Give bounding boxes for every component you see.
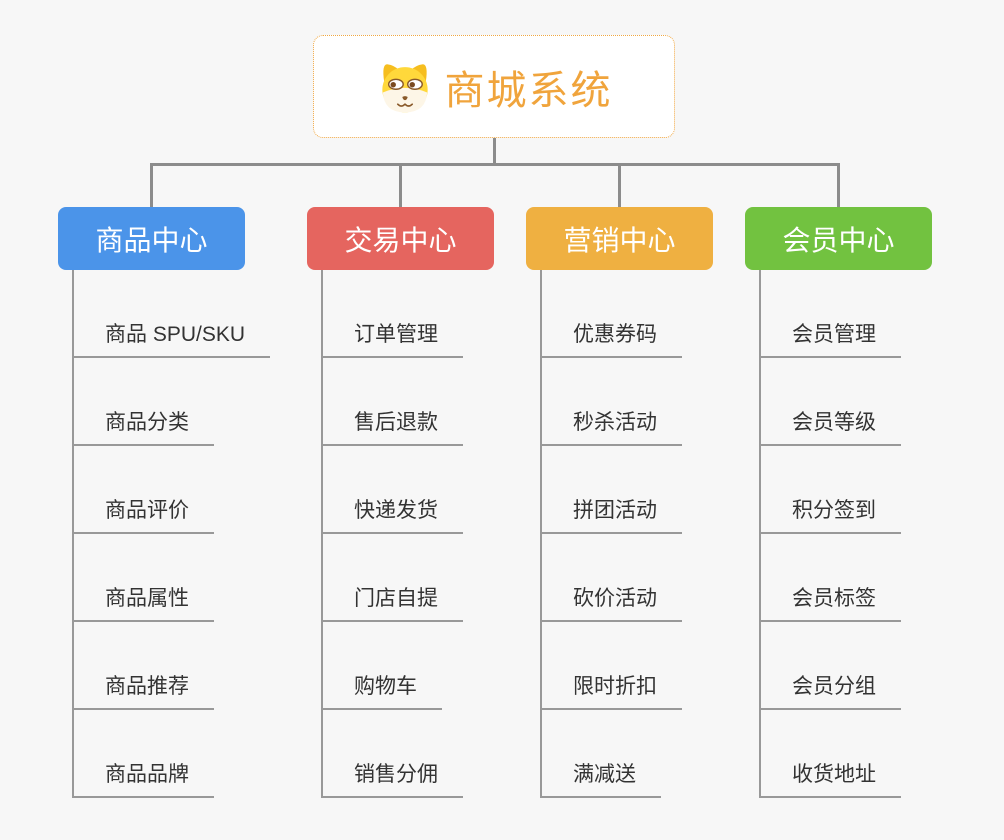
leaf-node[interactable]: 商品评价 — [72, 494, 214, 534]
leaf-row: 收货地址 — [759, 710, 989, 798]
leaf-row: 秒杀活动 — [540, 358, 770, 446]
connector-line — [492, 138, 496, 166]
leaf-node[interactable]: 快递发货 — [321, 494, 463, 534]
leaf-row: 拼团活动 — [540, 446, 770, 534]
leaf-row: 商品品牌 — [72, 710, 302, 798]
dog-face-icon — [381, 63, 428, 112]
leaf-node[interactable]: 满减送 — [540, 758, 661, 798]
leaf-node[interactable]: 门店自提 — [321, 582, 463, 622]
connector-line — [618, 163, 621, 207]
leaf-row: 会员分组 — [759, 622, 989, 710]
leaf-row: 商品评价 — [72, 446, 302, 534]
leaf-row: 会员管理 — [759, 270, 989, 358]
leaf-node[interactable]: 积分签到 — [759, 494, 901, 534]
branch-label: 会员中心 — [782, 224, 895, 256]
leaf-node[interactable]: 商品推荐 — [72, 670, 214, 710]
leaf-row: 限时折扣 — [540, 622, 770, 710]
branch-trunk-line — [759, 270, 761, 798]
leaf-node[interactable]: 会员分组 — [759, 670, 901, 710]
connector-line — [837, 163, 840, 207]
leaf-node[interactable]: 砍价活动 — [540, 582, 682, 622]
leaf-row: 会员标签 — [759, 534, 989, 622]
leaf-node[interactable]: 收货地址 — [759, 758, 901, 798]
leaf-row: 快递发货 — [321, 446, 551, 534]
leaf-node[interactable]: 售后退款 — [321, 406, 463, 446]
connector-line — [150, 163, 153, 207]
leaf-node[interactable]: 秒杀活动 — [540, 406, 682, 446]
leaf-row: 优惠券码 — [540, 270, 770, 358]
connector-line — [150, 163, 840, 166]
branch-trunk-line — [540, 270, 542, 798]
leaf-node[interactable]: 商品分类 — [72, 406, 214, 446]
branch-node-member-center[interactable]: 会员中心 — [745, 207, 932, 270]
leaf-row: 商品属性 — [72, 534, 302, 622]
leaf-node[interactable]: 订单管理 — [321, 318, 463, 358]
leaf-row: 订单管理 — [321, 270, 551, 358]
root-title: 商城系统 — [444, 68, 613, 113]
leaf-node[interactable]: 限时折扣 — [540, 670, 682, 710]
leaf-node[interactable]: 销售分佣 — [321, 758, 463, 798]
branch-trunk-line — [72, 270, 74, 798]
leaf-node[interactable]: 商品 SPU/SKU — [72, 318, 271, 358]
leaf-column-product-center: 商品 SPU/SKU 商品分类商品评价商品属性商品推荐商品品牌 — [72, 270, 302, 798]
leaf-node[interactable]: 拼团活动 — [540, 494, 682, 534]
leaf-node[interactable]: 会员管理 — [759, 318, 901, 358]
leaf-row: 商品分类 — [72, 358, 302, 446]
leaf-row: 售后退款 — [321, 358, 551, 446]
leaf-row: 商品 SPU/SKU — [72, 270, 302, 358]
branch-trunk-line — [321, 270, 323, 798]
branch-node-trade-center[interactable]: 交易中心 — [307, 207, 494, 270]
root-node[interactable]: 商城系统 — [313, 35, 675, 138]
leaf-row: 销售分佣 — [321, 710, 551, 798]
leaf-node[interactable]: 优惠券码 — [540, 318, 682, 358]
branch-node-marketing-center[interactable]: 营销中心 — [526, 207, 713, 270]
leaf-row: 商品推荐 — [72, 622, 302, 710]
leaf-row: 满减送 — [540, 710, 770, 798]
branch-label: 商品中心 — [95, 224, 208, 256]
connector-line — [399, 163, 402, 207]
leaf-column-trade-center: 订单管理售后退款快递发货门店自提购物车销售分佣 — [321, 270, 551, 798]
leaf-node[interactable]: 购物车 — [321, 670, 442, 710]
leaf-node[interactable]: 商品属性 — [72, 582, 214, 622]
leaf-row: 会员等级 — [759, 358, 989, 446]
leaf-row: 购物车 — [321, 622, 551, 710]
leaf-row: 积分签到 — [759, 446, 989, 534]
leaf-row: 砍价活动 — [540, 534, 770, 622]
branch-label: 交易中心 — [344, 224, 457, 256]
leaf-column-member-center: 会员管理会员等级积分签到会员标签会员分组收货地址 — [759, 270, 989, 798]
leaf-node[interactable]: 会员标签 — [759, 582, 901, 622]
branch-node-product-center[interactable]: 商品中心 — [58, 207, 245, 270]
leaf-column-marketing-center: 优惠券码秒杀活动拼团活动砍价活动限时折扣满减送 — [540, 270, 770, 798]
leaf-node[interactable]: 会员等级 — [759, 406, 901, 446]
leaf-row: 门店自提 — [321, 534, 551, 622]
branch-label: 营销中心 — [563, 224, 676, 256]
leaf-node[interactable]: 商品品牌 — [72, 758, 214, 798]
